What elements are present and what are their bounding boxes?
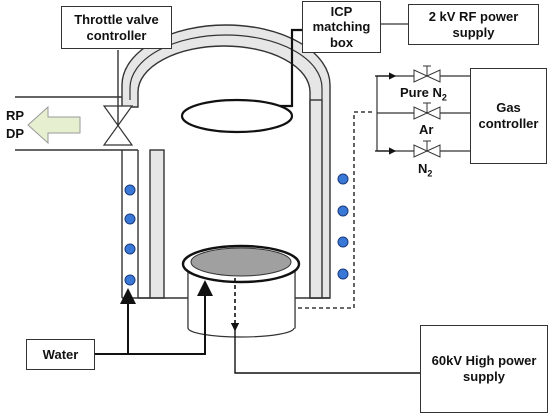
gas-controller-label: Gas controller (478, 100, 539, 131)
exhaust-pipe (15, 96, 138, 151)
chamber-left-wall (149, 149, 165, 299)
icp-matching-box-label: ICP matching box (312, 3, 371, 50)
pump-label-dp: DP (6, 126, 25, 141)
gas-valve-icon (413, 65, 441, 158)
gas-label-n2: N2 (418, 161, 433, 179)
gas-label-pure-n2: Pure N2 (400, 85, 447, 103)
gas-feed-line (298, 111, 375, 309)
water-box: Water (26, 339, 95, 370)
pump-label-rp: RP (6, 108, 25, 123)
exhaust-arrow-icon (27, 105, 81, 145)
icp-matching-box: ICP matching box (302, 1, 381, 53)
water-label: Water (42, 346, 79, 362)
coil-right (337, 173, 349, 280)
rf-power-supply-box: 2 kV RF power supply (408, 4, 539, 45)
throttle-valve-controller-label: Throttle valve controller (74, 11, 159, 43)
throttle-valve-controller-box: Throttle valve controller (61, 6, 172, 49)
rf-power-supply-label: 2 kV RF power supply (428, 8, 519, 40)
water-lines (95, 280, 213, 355)
substrate-stage (181, 244, 301, 338)
coil-left (124, 184, 136, 286)
high-power-supply-box: 60kV High power supply (420, 325, 548, 413)
gas-controller-box: Gas controller (470, 68, 547, 164)
icp-antenna-loop (180, 98, 294, 134)
gas-label-ar: Ar (419, 122, 434, 137)
chamber-right-wall (309, 99, 323, 299)
high-power-supply-label: 60kV High power supply (431, 353, 537, 384)
